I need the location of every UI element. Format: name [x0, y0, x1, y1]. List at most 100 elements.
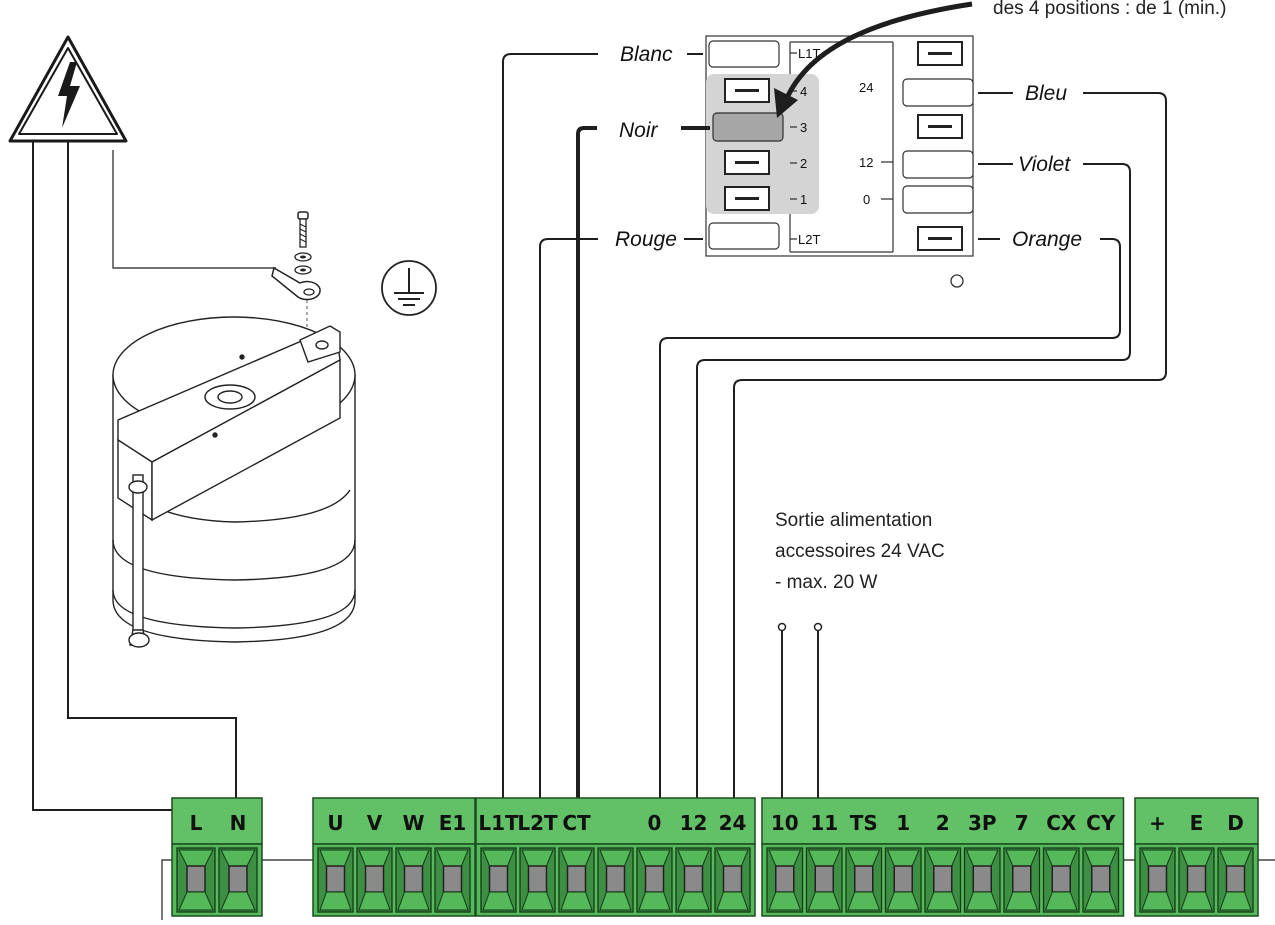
terminal-block-controls: 10 11 TS 1 2 3P 7 CX CY: [761, 797, 1125, 917]
terminal-label: 2: [936, 811, 950, 835]
tab-l2t: [708, 222, 780, 250]
transformer-panel: L1T 4 3 2 1 L2T 24 12 0: [705, 35, 974, 288]
tap-label-l2t: L2T: [798, 232, 820, 247]
terminal-label: CY: [1086, 811, 1116, 835]
terminal-label: L1T: [478, 811, 519, 835]
wire-violet: [696, 163, 1131, 844]
terminal-label: 0: [648, 811, 662, 835]
tap-arrow-icon: [783, 1, 973, 102]
terminal-label: TS: [850, 811, 878, 835]
terminal-transformer-12: 12: [675, 811, 712, 913]
tap-arrow-head-icon: [774, 88, 798, 118]
terminal-mains-N: N: [218, 811, 258, 913]
terminal-transformer-L1T: L1T: [478, 811, 519, 913]
terminal-controls-11: 11: [805, 811, 843, 913]
terminal-label: 1: [896, 811, 910, 835]
terminal-encoder-+: +: [1139, 811, 1176, 913]
terminal-label: L: [190, 811, 203, 835]
terminal-label: D: [1227, 811, 1244, 835]
tab-24: [902, 78, 974, 107]
accessory-note-line3: - max. 20 W: [775, 572, 877, 593]
terminal-label: E1: [439, 811, 467, 835]
terminal-motor-V: V: [356, 811, 393, 913]
motor-drawing: [112, 316, 356, 648]
terminal-controls-10: 10: [766, 811, 804, 913]
tap-label-l1t: L1T: [798, 46, 820, 61]
label-bleu: Bleu: [1025, 82, 1067, 105]
terminal-encoder-E: E: [1178, 811, 1215, 913]
terminal-label: 24: [719, 811, 747, 835]
accessory-note-line1: Sortie alimentation: [775, 510, 932, 531]
wire-rouge: [539, 238, 703, 844]
tab-12: [902, 150, 974, 179]
wire-blanc: [502, 53, 703, 844]
terminal-label: 12: [680, 811, 708, 835]
terminal-label: L2T: [517, 811, 558, 835]
terminal-label: CX: [1046, 811, 1077, 835]
wire-bleu: [733, 92, 1167, 844]
terminal-encoder-D: D: [1217, 811, 1254, 913]
terminal-label: 10: [771, 811, 799, 835]
accessory-note-line2: accessoires 24 VAC: [775, 541, 945, 562]
tap-label-24: 24: [859, 80, 873, 95]
mounting-hole-icon: [950, 274, 964, 288]
earth-ground-icon: [381, 260, 437, 316]
tab-3: [712, 112, 784, 142]
terminal-transformer-0: 0: [636, 811, 673, 913]
terminal-label: W: [402, 811, 424, 835]
tap-label-3: 3: [800, 120, 807, 135]
label-blanc: Blanc: [620, 43, 673, 66]
terminal-label: +: [1149, 811, 1166, 835]
earth-wire: [112, 150, 276, 269]
label-noir: Noir: [619, 119, 659, 142]
tap-label-1: 1: [800, 192, 807, 207]
terminal-transformer-blank: [597, 847, 634, 913]
high-voltage-warning-icon: [8, 35, 128, 143]
tap-selection-area: [706, 74, 819, 214]
terminal-controls-1: 1: [884, 811, 922, 913]
wire-orange: [659, 238, 1121, 844]
terminal-controls-3P: 3P: [963, 811, 1001, 913]
label-orange: Orange: [1012, 228, 1082, 251]
terminal-label: 3P: [968, 811, 997, 835]
terminal-transformer-L2T: L2T: [517, 811, 558, 913]
terminal-label: V: [367, 811, 383, 835]
ring-lug-icon: [271, 266, 321, 301]
tap-label-2: 2: [800, 156, 807, 171]
earth-bus-line: [161, 859, 1275, 920]
earth-screw-icon: [294, 211, 312, 275]
terminal-controls-CY: CY: [1082, 811, 1120, 913]
terminal-label: 7: [1015, 811, 1029, 835]
terminal-controls-2: 2: [924, 811, 962, 913]
terminal-transformer-24: 24: [714, 811, 751, 913]
terminal-label: CT: [562, 811, 591, 835]
label-rouge: Rouge: [615, 228, 677, 251]
terminal-label: U: [327, 811, 343, 835]
tap-label-4: 4: [800, 84, 807, 99]
terminal-motor-U: U: [317, 811, 354, 913]
terminal-label: N: [230, 811, 247, 835]
tab-l1t: [708, 40, 780, 68]
terminal-label: 11: [810, 811, 838, 835]
terminal-mains-L: L: [176, 811, 216, 913]
tap-label-0: 0: [863, 192, 870, 207]
terminal-label: E: [1190, 811, 1204, 835]
terminal-controls-CX: CX: [1042, 811, 1080, 913]
wire-noir: [576, 126, 710, 844]
mains-wire-n: [67, 141, 237, 844]
label-violet: Violet: [1018, 153, 1071, 176]
tap-label-12: 12: [859, 155, 873, 170]
terminal-motor-E1: E1: [434, 811, 471, 913]
terminal-controls-TS: TS: [845, 811, 883, 913]
terminal-controls-7: 7: [1003, 811, 1041, 913]
terminal-motor-W: W: [395, 811, 432, 913]
tab-0: [902, 185, 974, 214]
top-note: des 4 positions : de 1 (min.): [993, 0, 1226, 19]
terminal-transformer-CT: CT: [558, 811, 595, 913]
